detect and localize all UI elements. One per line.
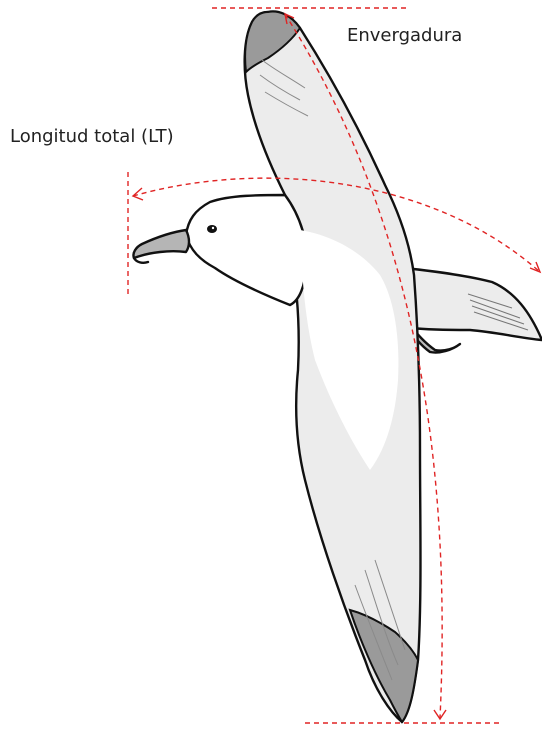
bird-eye-icon [207, 225, 217, 233]
head [186, 195, 307, 305]
total-length-label: Longitud total (LT) [10, 126, 174, 147]
bill-hook [134, 258, 148, 263]
length-arrowhead-left [133, 188, 143, 200]
wingspan-label: Envergadura [347, 25, 462, 46]
bill [133, 230, 189, 258]
albatross-illustration [133, 12, 542, 722]
rear-wing [405, 268, 542, 340]
